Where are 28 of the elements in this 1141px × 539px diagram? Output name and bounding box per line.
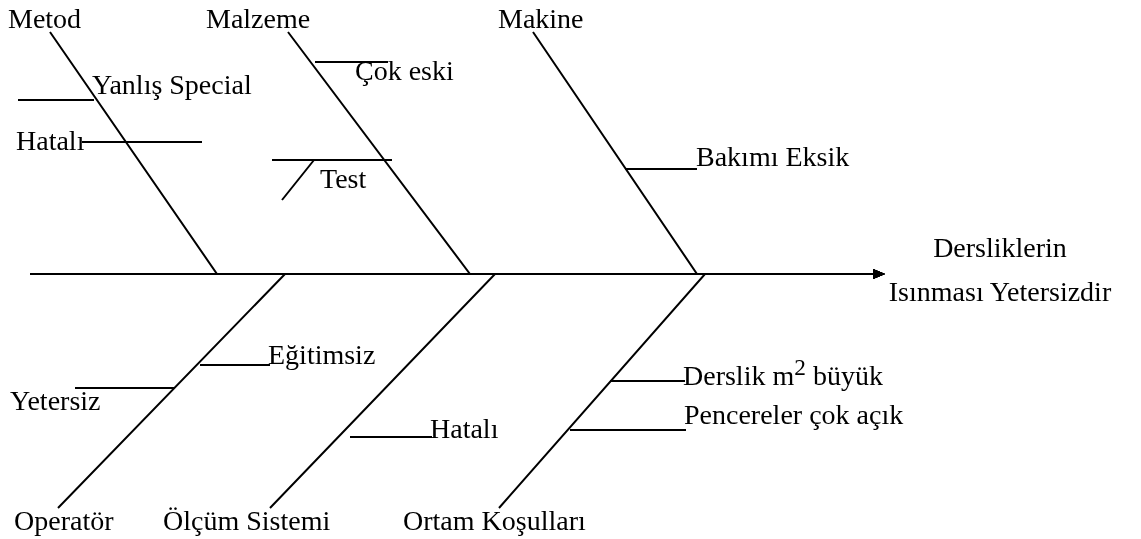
category-label: Malzeme <box>206 4 311 34</box>
category-label: Operatör <box>14 506 114 536</box>
spine-arrow <box>29 269 885 279</box>
cause-line <box>624 168 698 170</box>
cause-line <box>609 380 686 382</box>
category-label: Metod <box>8 4 82 34</box>
cause-label: Hatalı <box>430 414 499 444</box>
cause-line <box>199 364 271 366</box>
category-label: Ortam Koşulları <box>403 506 586 536</box>
cause-label: Pencereler çok açık <box>684 400 904 430</box>
category-label: Ölçüm Sistemi <box>163 506 331 536</box>
cause-line <box>17 99 95 101</box>
cause-line <box>271 159 393 201</box>
cause-label: Eğitimsiz <box>268 340 376 370</box>
cause-label: Bakımı Eksik <box>696 142 850 172</box>
cause-line <box>349 436 433 438</box>
cause-line <box>81 141 203 143</box>
effect-label: Dersliklerin Isınması Yetersizdir <box>888 226 1112 314</box>
cause-label: Yetersiz <box>10 386 101 416</box>
cause-label: Hatalı <box>16 126 85 156</box>
cause-label: Çok eski <box>355 56 454 86</box>
cause-label: Yanlış Special <box>92 70 252 100</box>
cause-line <box>569 429 687 431</box>
cause-label: Test <box>320 164 367 194</box>
cause-label: Derslik m$^{2}$ büyük <box>683 352 883 392</box>
cause-line <box>314 61 389 63</box>
category-label: Makine <box>498 4 584 34</box>
cause-line <box>74 387 176 389</box>
